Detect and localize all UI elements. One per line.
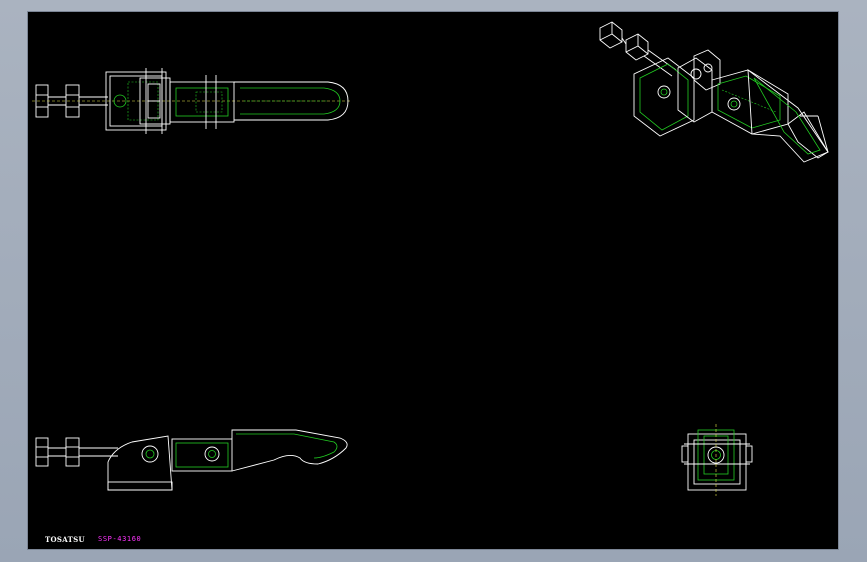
drawing-canvas <box>32 21 829 496</box>
front-view-nut-1 <box>35 437 49 467</box>
brand-label: TOSATSU <box>45 535 85 544</box>
part-number-label: SSP-43160 <box>98 535 142 543</box>
top-view-base <box>105 71 167 131</box>
isometric-view <box>599 21 829 163</box>
front-view-link <box>171 438 233 472</box>
front-view-nut-2 <box>65 437 80 467</box>
side-view-body <box>687 433 747 491</box>
front-view <box>35 429 348 491</box>
drawing-sheet: TOSATSU SSP-43160 <box>28 12 838 549</box>
top-view-handle <box>234 81 349 121</box>
front-view-pivot <box>141 445 159 463</box>
top-view-lever <box>169 81 235 123</box>
iso-base <box>633 57 695 137</box>
top-view <box>32 68 350 134</box>
iso-handle <box>747 69 829 163</box>
front-view-base <box>107 435 173 491</box>
front-view-handle <box>231 429 348 472</box>
side-view <box>681 424 753 496</box>
